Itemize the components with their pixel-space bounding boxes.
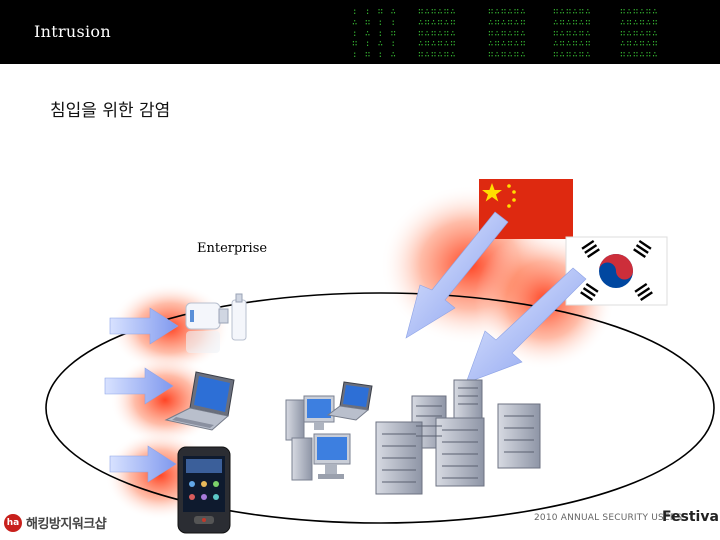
enterprise-label: Enterprise: [197, 241, 268, 256]
matrix-decoration: ∷∴∷∴∷∴∴∷∴∷∴∷∷∴∷∴∷∴∴∷∴∷∴∷∷∴∷∴∷∴: [553, 7, 592, 60]
slide-title: Intrusion: [34, 22, 111, 41]
laptop-icon: [164, 371, 235, 431]
smartphone-icon: [177, 446, 231, 534]
festival-text: Festival: [662, 509, 720, 525]
matrix-decoration: ∷∴∷∴∷∴∴∷∴∷∴∷∷∴∷∴∷∴∴∷∴∷∴∷∷∴∷∴∷∴: [418, 7, 457, 60]
org-logo-mark-icon: ha: [4, 513, 22, 532]
matrix-decoration: ∷∴∷∴∷∴∴∷∴∷∴∷∷∴∷∴∷∴∴∷∴∷∴∷∷∴∷∴∷∴: [620, 7, 659, 60]
attack-arrow-icon: [104, 367, 174, 405]
matrix-decoration: ∷∴∷∴∷∴∴∷∴∷∴∷∷∴∷∴∷∴∴∷∴∷∴∷∷∴∷∴∷∴: [488, 7, 527, 60]
laptop-icon: [326, 381, 373, 421]
attack-arrow-icon: [109, 307, 179, 345]
usb-drive-icon: [185, 293, 247, 353]
attack-arrow-icon: [405, 211, 509, 339]
matrix-decoration: : : ∷ ∴∴ ∷ : :: ∴ : ∷∷ : ∴ :: ∷ : ∴: [352, 7, 397, 60]
org-logo: ha 해킹방지워크샵: [4, 513, 107, 532]
attack-arrow-icon: [465, 267, 587, 384]
korea-flag-icon: [565, 236, 668, 306]
workstation-icon: [285, 395, 335, 441]
event-name: 2010 ANNUAL SECURITY USERS': [534, 513, 685, 523]
org-logo-text: 해킹방지워크샵: [26, 517, 107, 532]
title-banner: : : ∷ ∴∴ ∷ : :: ∴ : ∷∷ : ∴ :: ∷ : ∴ ∷∴∷∴…: [0, 0, 720, 64]
attack-arrow-icon: [109, 445, 177, 483]
server-rack-icon: [375, 379, 541, 495]
slide-heading: 침입을 위한 감염: [50, 101, 171, 121]
workstation-icon: [291, 433, 351, 481]
enterprise-boundary: [45, 292, 715, 524]
